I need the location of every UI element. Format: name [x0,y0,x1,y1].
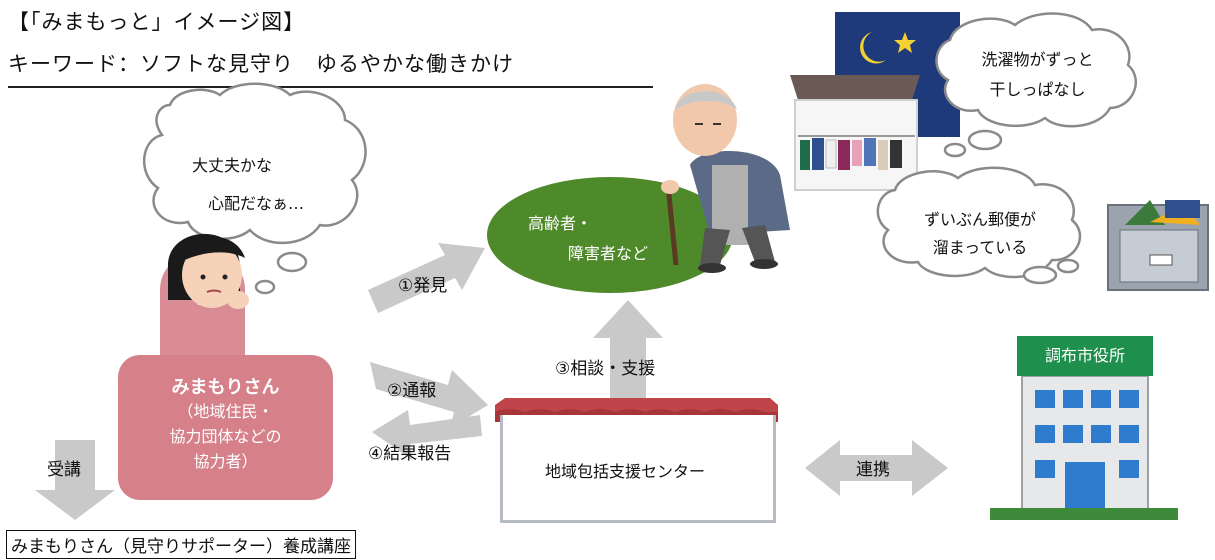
mailbox-icon [1107,200,1209,291]
arrow-cooperate-shape [805,440,948,496]
arrow-result-label: ④結果報告 [368,444,452,464]
arrow-result-shape [372,410,482,460]
thought-cloud-supporter [143,82,367,295]
arrow-consult-label: ③相談・支援 [555,359,656,379]
supporter-line2: 協力団体などの [169,427,282,446]
arrow-discover-label: ①発見 [398,276,448,296]
arrow-report-shape [370,362,488,428]
thought-cloud-laundry [935,12,1138,158]
city-hall-building-icon [990,375,1178,520]
elderly-person-icon [661,84,790,273]
thought-mail-line2: 溜まっている [932,238,1028,257]
laundry-scene-icon [790,12,960,191]
arrow-consult-shape [593,300,663,398]
thought-supporter-line2: 心配だなぁ… [208,194,305,213]
thought-mail-line1: ずいぶん郵便が [923,210,1036,229]
thought-cloud-mail [876,166,1082,285]
arrow-report-label: ②通報 [387,381,437,401]
supporter-line1: （地域住民・ [177,402,274,421]
supporter-line3: 協力者） [193,452,258,471]
keyword-line-text: キーワード：ソフトな見守り ゆるやかな働きかけ [8,52,514,76]
course-label: みまもりさん（見守りサポーター）養成講座 [6,530,356,559]
supporter-box: みまもりさん （地域住民・ 協力団体などの 協力者） [118,355,333,500]
arrow-attend-shape [35,440,115,520]
center-label: 地域包括支援センター [545,462,706,481]
elderly-ellipse [487,177,733,293]
keyword-underline [8,86,653,88]
thought-laundry-line1: 洗濯物がずっと [981,50,1094,69]
elderly-label-line1: 高齢者・ [528,214,593,233]
thought-supporter-line1: 大丈夫かな [192,156,273,175]
city-hall-sign: 調布市役所 [1017,336,1153,376]
elderly-label-line2: 障害者など [568,244,649,263]
supporter-name: みまもりさん [171,377,280,398]
arrow-cooperate-label: 連携 [856,460,890,480]
diagram-title: 【「みまもっと」イメージ図】 [8,10,306,34]
thought-laundry-line2: 干しっぱなし [989,80,1086,99]
arrow-discover-shape [368,243,485,313]
center-box [500,415,776,523]
arrow-attend-label: 受講 [47,460,81,480]
supporter-person-icon [160,233,249,360]
